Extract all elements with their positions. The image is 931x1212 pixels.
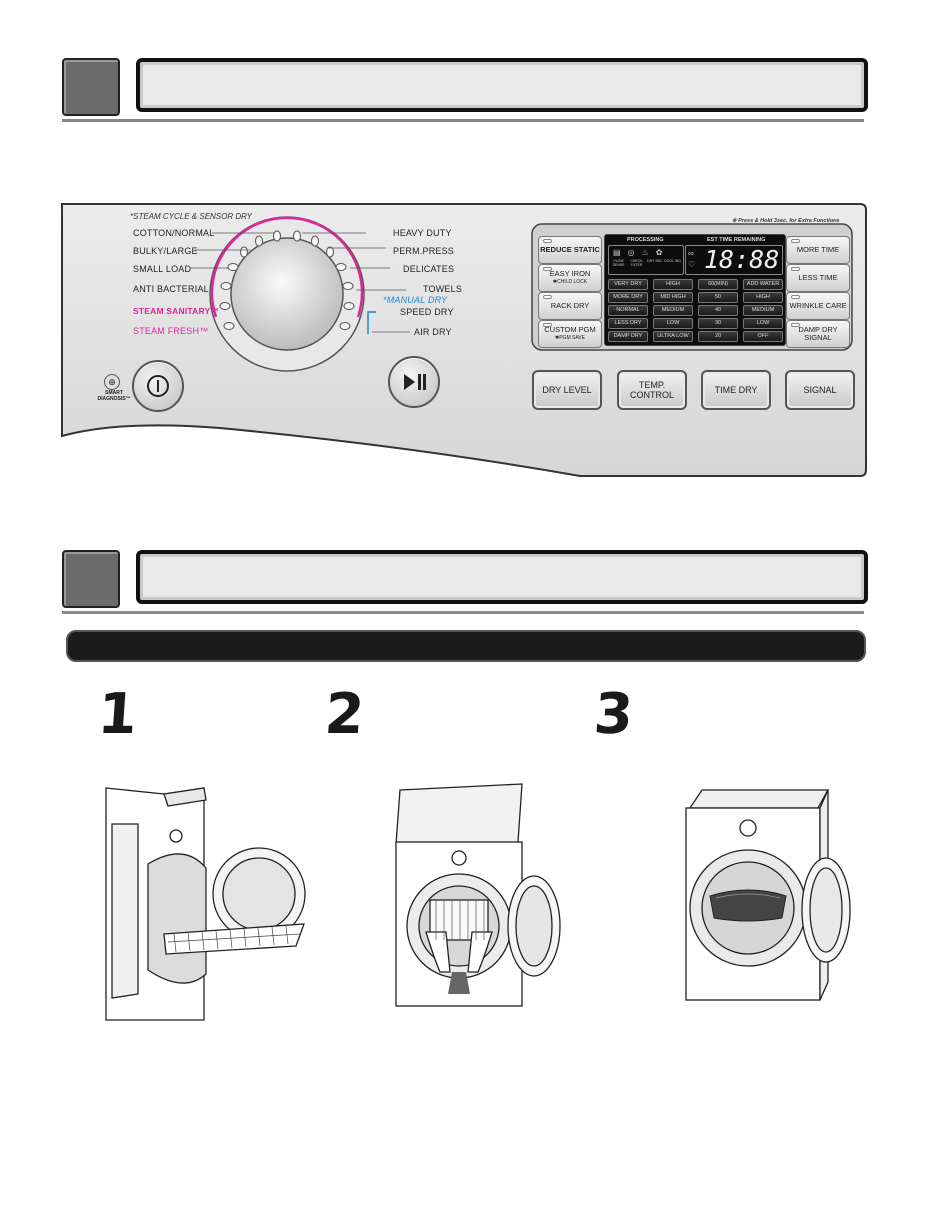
- more-time-button[interactable]: MORE TIME: [786, 236, 850, 264]
- press-hold-note: ※ Press & Hold 3sec. for Extra Functions: [732, 218, 840, 224]
- option-cell: MID HIGH: [653, 292, 693, 303]
- cycle-small-load[interactable]: SMALL LOAD: [133, 264, 192, 274]
- time-dry-button[interactable]: TIME DRY: [701, 370, 771, 410]
- easy-iron-button[interactable]: EASY IRON✱CHILD LOCK: [538, 264, 602, 292]
- smart-diagnosis-label: SMART DIAGNOSIS™: [97, 390, 131, 402]
- step-number-1: 1: [95, 682, 138, 747]
- option-cell: MEDIUM: [653, 305, 693, 316]
- option-cell: HIGH: [653, 279, 693, 290]
- cycle-air-dry[interactable]: AIR DRY: [414, 327, 452, 337]
- section-2-divider: [62, 611, 864, 614]
- dry-level-button[interactable]: DRY LEVEL: [532, 370, 602, 410]
- processing-label: PROCESSING: [627, 237, 664, 243]
- drying-icon: DRY ING: [647, 259, 662, 263]
- manual-dry-note: *MANUAL DRY: [383, 295, 448, 305]
- option-cell: LESS DRY: [608, 318, 648, 329]
- temp-control-button[interactable]: TEMP. CONTROL: [617, 370, 687, 410]
- dryer-rack-illustration-3: [685, 789, 851, 1001]
- reduce-static-button[interactable]: REDUCE STATIC: [538, 236, 602, 264]
- lcd-display: PROCESSING EST TIME REMAINING FLOW SENSE…: [604, 234, 786, 346]
- option-cell: OFF: [743, 331, 783, 342]
- rack-dry-button[interactable]: RACK DRY: [538, 292, 602, 320]
- option-cell: NORMAL: [608, 305, 648, 316]
- icon-glyphs: ▤◎♨✿: [613, 248, 670, 257]
- option-cell: VERY DRY: [608, 279, 648, 290]
- check-filter-icon: CHECK FILTER: [630, 259, 643, 267]
- option-cell: HIGH: [743, 292, 783, 303]
- option-cell: ADD WATER: [743, 279, 783, 290]
- power-button[interactable]: [132, 360, 184, 412]
- custom-pgm-button[interactable]: CUSTOM PGM✱PGM SAVE: [538, 320, 602, 348]
- section-2-title-bar: [136, 550, 868, 604]
- smart-diagnosis-icon: ⊕: [104, 374, 120, 390]
- steam-cycle-note: *STEAM CYCLE & SENSOR DRY: [130, 212, 252, 221]
- cycle-bulky-large[interactable]: BULKY/LARGE: [133, 246, 198, 256]
- less-time-button[interactable]: LESS TIME: [786, 264, 850, 292]
- option-cell: 20: [698, 331, 738, 342]
- step-number-3: 3: [591, 682, 634, 747]
- est-time-label: EST TIME REMAINING: [707, 237, 766, 243]
- time-digits-box: ∞♡ 18:88: [685, 245, 783, 275]
- option-cell: 40: [698, 305, 738, 316]
- cycle-dial[interactable]: [231, 238, 343, 350]
- option-cell: LOW: [653, 318, 693, 329]
- power-icon: [147, 375, 169, 397]
- start-pause-button[interactable]: [388, 356, 440, 408]
- play-pause-icon: [404, 374, 426, 390]
- subheading-bar: [66, 630, 866, 662]
- signal-button[interactable]: SIGNAL: [785, 370, 855, 410]
- option-cell: ULTRA LOW: [653, 331, 693, 342]
- section-2-marker: [62, 550, 120, 608]
- step-number-2: 2: [322, 682, 365, 747]
- dryer-rack-illustration-1: [105, 787, 306, 1021]
- dryer-rack-illustration-2: [395, 783, 561, 1007]
- flow-sense-icon: FLOW SENSE: [612, 259, 625, 267]
- cycle-cotton-normal[interactable]: COTTON/NORMAL: [133, 228, 215, 238]
- section-1-title-bar: [136, 58, 868, 112]
- cooling-icon: COOL ING: [664, 259, 681, 263]
- option-cell: 60(MIN): [698, 279, 738, 290]
- cycle-steam-fresh[interactable]: STEAM FRESH™: [133, 326, 209, 336]
- option-cell: LOW: [743, 318, 783, 329]
- option-cell: 30: [698, 318, 738, 329]
- time-readout: 18:88: [704, 245, 780, 274]
- option-cell: MEDIUM: [743, 305, 783, 316]
- cycle-anti-bacterial[interactable]: ANTI BACTERIAL: [133, 284, 209, 294]
- section-1-marker: [62, 58, 120, 116]
- cycle-delicates[interactable]: DELICATES: [403, 264, 455, 274]
- damp-dry-signal-button[interactable]: DAMP DRY SIGNAL: [786, 320, 850, 348]
- option-cell: DAMP DRY: [608, 331, 648, 342]
- status-icons-box: FLOW SENSE CHECK FILTER DRY ING COOL ING…: [608, 245, 684, 275]
- option-cell: MORE DRY: [608, 292, 648, 303]
- cycle-speed-dry[interactable]: SPEED DRY: [400, 307, 454, 317]
- cycle-perm-press[interactable]: PERM.PRESS: [393, 246, 455, 256]
- cycle-heavy-duty[interactable]: HEAVY DUTY: [393, 228, 452, 238]
- steam-heart-icon: ∞♡: [688, 249, 696, 269]
- cycle-steam-sanitary[interactable]: STEAM SANITARY™: [133, 306, 220, 316]
- cycle-towels[interactable]: TOWELS: [423, 284, 463, 294]
- wrinkle-care-button[interactable]: WRINKLE CARE: [786, 292, 850, 320]
- section-1-divider: [62, 119, 864, 122]
- option-cell: 50: [698, 292, 738, 303]
- control-panel: *STEAM CYCLE & SENSOR DRY ※ Press & Hold…: [60, 202, 868, 480]
